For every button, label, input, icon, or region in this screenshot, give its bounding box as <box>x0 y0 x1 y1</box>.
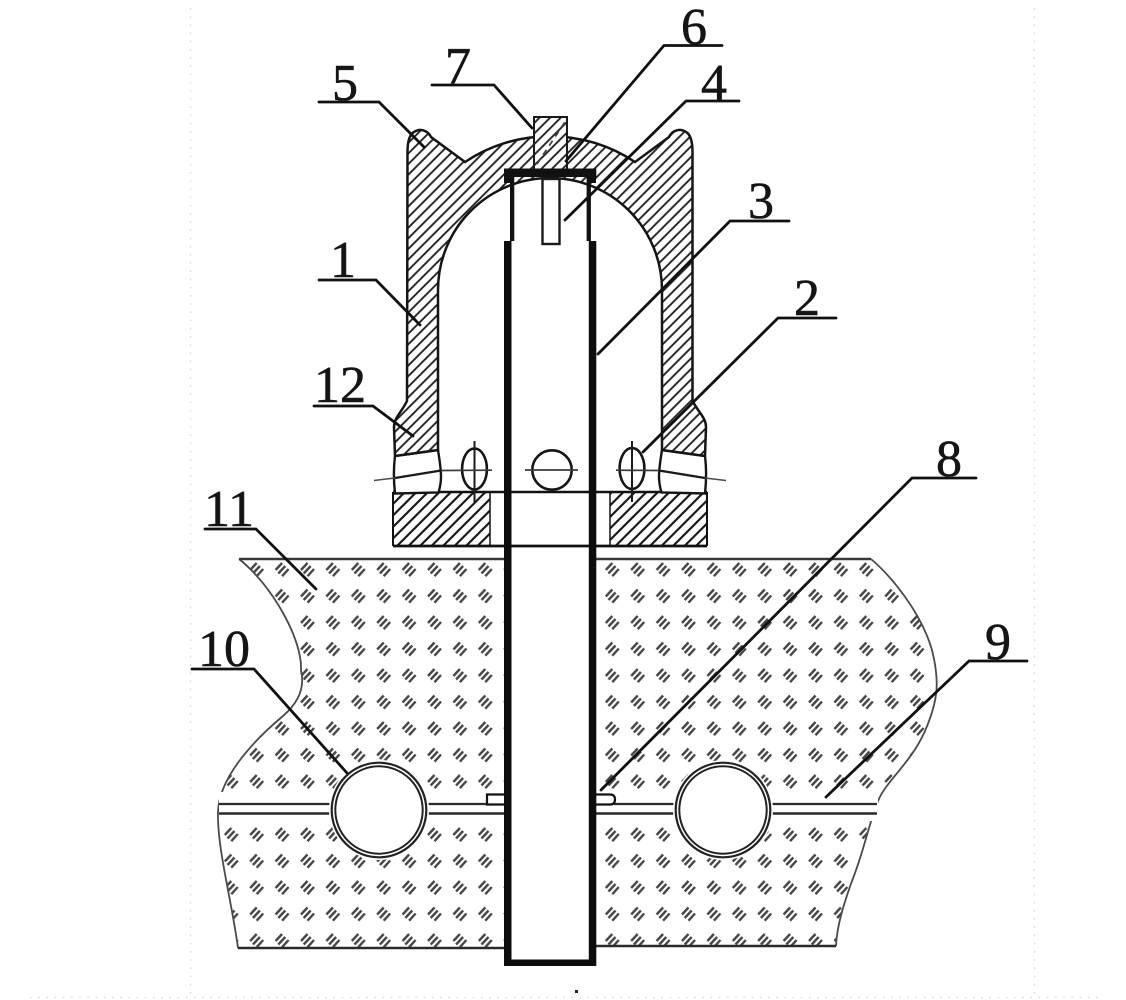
svg-text:12: 12 <box>314 357 366 414</box>
svg-text:10: 10 <box>198 621 250 678</box>
svg-text:3: 3 <box>748 173 774 230</box>
svg-text:4: 4 <box>701 55 727 112</box>
svg-text:1: 1 <box>330 232 356 289</box>
svg-text:7: 7 <box>445 38 471 95</box>
svg-text:9: 9 <box>985 614 1011 671</box>
svg-text:2: 2 <box>794 270 820 327</box>
svg-text:11: 11 <box>204 481 254 538</box>
svg-text:8: 8 <box>936 431 962 488</box>
svg-text:5: 5 <box>332 55 358 112</box>
svg-text:6: 6 <box>681 0 707 56</box>
